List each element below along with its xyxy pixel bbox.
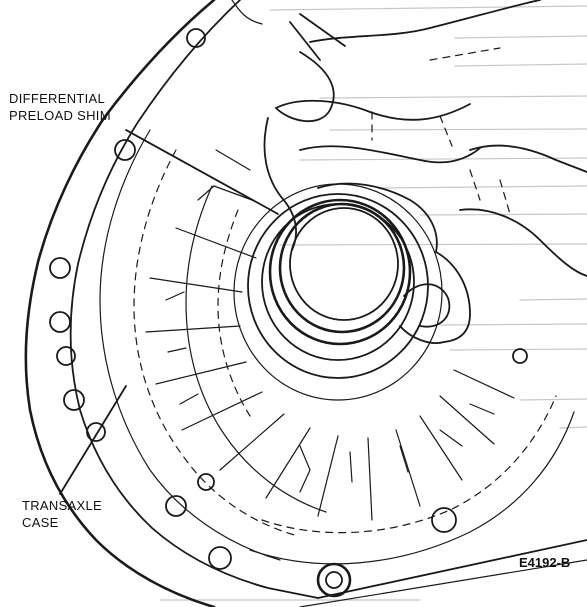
bolt-hole [197,473,215,491]
preload-shim [268,198,412,346]
differential-preload-shim-label: DIFFERENTIAL PRELOAD SHIM [9,90,111,124]
figure-code: E4192-B [519,555,571,570]
case-leader-line [59,385,127,495]
case-label-line-1: TRANSAXLE [22,498,103,513]
bolt-hole [63,389,85,411]
bolt-hole [114,139,136,161]
bolt-hole [325,571,343,589]
case-label-line-2: CASE [22,515,59,530]
shim-label-line-2: PRELOAD SHIM [9,108,111,123]
bolt-hole [165,495,187,517]
flange-bolt-holes [49,28,528,598]
bolt-hole [86,422,106,442]
shim-leader-line [125,129,279,215]
transaxle-case-outline [24,0,587,607]
bolt-hole [56,346,76,366]
background-bleed-through [159,5,587,601]
bolt-hole [186,28,206,48]
bolt-hole [208,546,232,570]
bearing-bore [233,183,443,401]
bolt-hole [49,257,71,279]
technician-hand [231,0,587,344]
bolt-hole [316,562,352,598]
shim-label-line-1: DIFFERENTIAL [9,91,106,106]
case-ribs [99,129,575,565]
bolt-hole [49,311,71,333]
transaxle-case-label: TRANSAXLE CASE [22,497,102,531]
bolt-hole [431,507,457,533]
bolt-hole [512,348,528,364]
